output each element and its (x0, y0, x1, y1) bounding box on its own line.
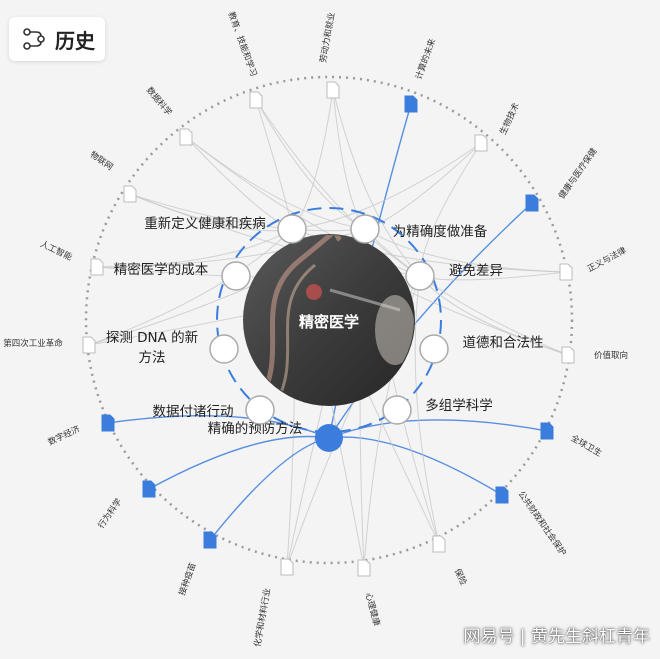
document-icon (474, 134, 488, 152)
connection-edge (328, 202, 533, 439)
outer-node-label: 计算的未来 (413, 37, 438, 81)
document-icon (142, 480, 156, 498)
connection-edge (364, 228, 567, 273)
outer-node[interactable]: 行为科学 (96, 480, 156, 531)
document-icon (90, 258, 104, 276)
document-icon (82, 336, 96, 354)
outer-node[interactable]: 第四次工业革命 (3, 336, 96, 354)
connection-edge (328, 436, 503, 496)
center-label: 精密医学 (299, 313, 359, 331)
document-icon (123, 185, 137, 203)
outer-node[interactable]: 公共财政和社会保护 (495, 486, 569, 558)
document-icon (326, 81, 340, 99)
outer-node-label: 全球卫生 (569, 433, 604, 460)
inner-node-label: 道德和合法性 (463, 335, 544, 351)
outer-node-label: 正义与法律 (585, 245, 628, 275)
outer-node-label: 心理健康 (363, 592, 383, 628)
outer-node-label: 接种疫苗 (177, 561, 199, 597)
inner-node-label: 精密医学的成本 (114, 261, 209, 278)
connection-edge (107, 414, 330, 439)
outer-node-label: 化学和材料行业 (252, 587, 273, 648)
inner-node-label: 探测 DNA 的新 (106, 330, 198, 346)
outer-node[interactable]: 数字经济 (46, 414, 115, 448)
document-icon (432, 535, 446, 553)
outer-node[interactable]: 数据科学 (144, 85, 193, 146)
connection-edge (328, 419, 548, 439)
outer-node-label: 数字经济 (46, 423, 82, 448)
inner-ring (216, 207, 442, 433)
outer-node[interactable]: 价值取向 (561, 346, 628, 364)
history-icon (23, 28, 45, 50)
inner-node-label: 精确的预防方法 (208, 421, 303, 437)
focus-node[interactable] (315, 424, 343, 452)
document-icon (404, 95, 418, 113)
connection-edge (129, 193, 366, 232)
outer-node[interactable]: 保险 (432, 535, 469, 588)
inner-node[interactable]: 数据付诸行动 (153, 395, 275, 425)
outer-node[interactable]: 化学和材料行业 (252, 558, 294, 648)
inner-node-label: 重新定义健康和疾病 (144, 215, 266, 232)
outer-node[interactable]: 正义与法律 (559, 245, 629, 281)
inner-node-label: 方法 (139, 350, 166, 366)
inner-node-label: 多组学科学 (425, 397, 493, 414)
outer-node[interactable]: 健康与医疗保健 (525, 146, 600, 212)
inner-node[interactable]: 精密医学的成本 (114, 261, 251, 291)
connection-edge (148, 435, 330, 490)
outer-node-label: 保险 (452, 567, 469, 588)
history-button[interactable]: 历史 (9, 17, 105, 61)
document-icon (280, 558, 294, 576)
outer-node[interactable]: 物联网 (88, 149, 137, 203)
document-icon (101, 414, 115, 432)
outer-node[interactable]: 心理健康 (357, 559, 383, 628)
outer-node-label: 公共财政和社会保护 (516, 489, 569, 558)
document-icon (357, 559, 371, 577)
connection-edge (255, 99, 421, 277)
connection-edge (88, 228, 293, 346)
outer-node-label: 数据科学 (144, 85, 175, 118)
outer-node-label: 物联网 (88, 149, 115, 173)
connection-edge (364, 142, 482, 230)
watermark: 网易号 | 黄先生斜杠青年 (463, 627, 650, 647)
document-icon (203, 531, 217, 549)
connection-edge (332, 89, 421, 277)
outer-node-label: 劳动力和就业 (318, 11, 338, 63)
document-icon (525, 194, 539, 212)
document-icon (495, 486, 509, 504)
inner-node-label: 避免差异 (449, 263, 503, 279)
outer-node-label: 人工智能 (38, 239, 74, 264)
inner-node[interactable]: 避免差异 (405, 261, 503, 291)
document-icon (179, 128, 193, 146)
outer-node-label: 行为科学 (96, 496, 125, 531)
inner-node[interactable]: 重新定义健康和疾病 (144, 214, 307, 244)
outer-node[interactable]: 计算的未来 (404, 37, 438, 113)
connection-edge (414, 275, 440, 545)
center-node[interactable]: 精密医学 (243, 231, 415, 406)
outer-node-label: 教育、技能和学习 (226, 10, 260, 78)
inner-node[interactable]: 为精确度做准备 (350, 214, 488, 244)
inner-node[interactable]: 道德和合法性 (419, 334, 544, 364)
connection-edge (364, 228, 569, 356)
outer-node[interactable]: 生物技术 (474, 101, 523, 152)
outer-node[interactable]: 劳动力和就业 (318, 11, 340, 99)
inner-node-label: 为精确度做准备 (393, 223, 488, 240)
document-icon (540, 422, 554, 440)
document-icon (559, 263, 573, 281)
outer-node[interactable]: 全球卫生 (540, 422, 604, 460)
outer-node-label: 生物技术 (498, 101, 523, 137)
document-icon (249, 91, 263, 109)
document-icon (561, 346, 575, 364)
outer-ring (84, 75, 574, 565)
inner-node-label: 数据付诸行动 (153, 404, 234, 420)
inner-node[interactable]: 精确的预防方法 (208, 421, 303, 437)
outer-node-label: 价值取向 (594, 350, 628, 361)
connection-edge (291, 142, 482, 230)
outer-node-label: 健康与医疗保健 (556, 146, 599, 201)
history-label: 历史 (55, 28, 95, 53)
outer-node[interactable]: 接种疫苗 (177, 531, 217, 597)
inner-node[interactable]: 多组学科学 (382, 395, 493, 425)
outer-node-label: 第四次工业革命 (3, 338, 63, 349)
